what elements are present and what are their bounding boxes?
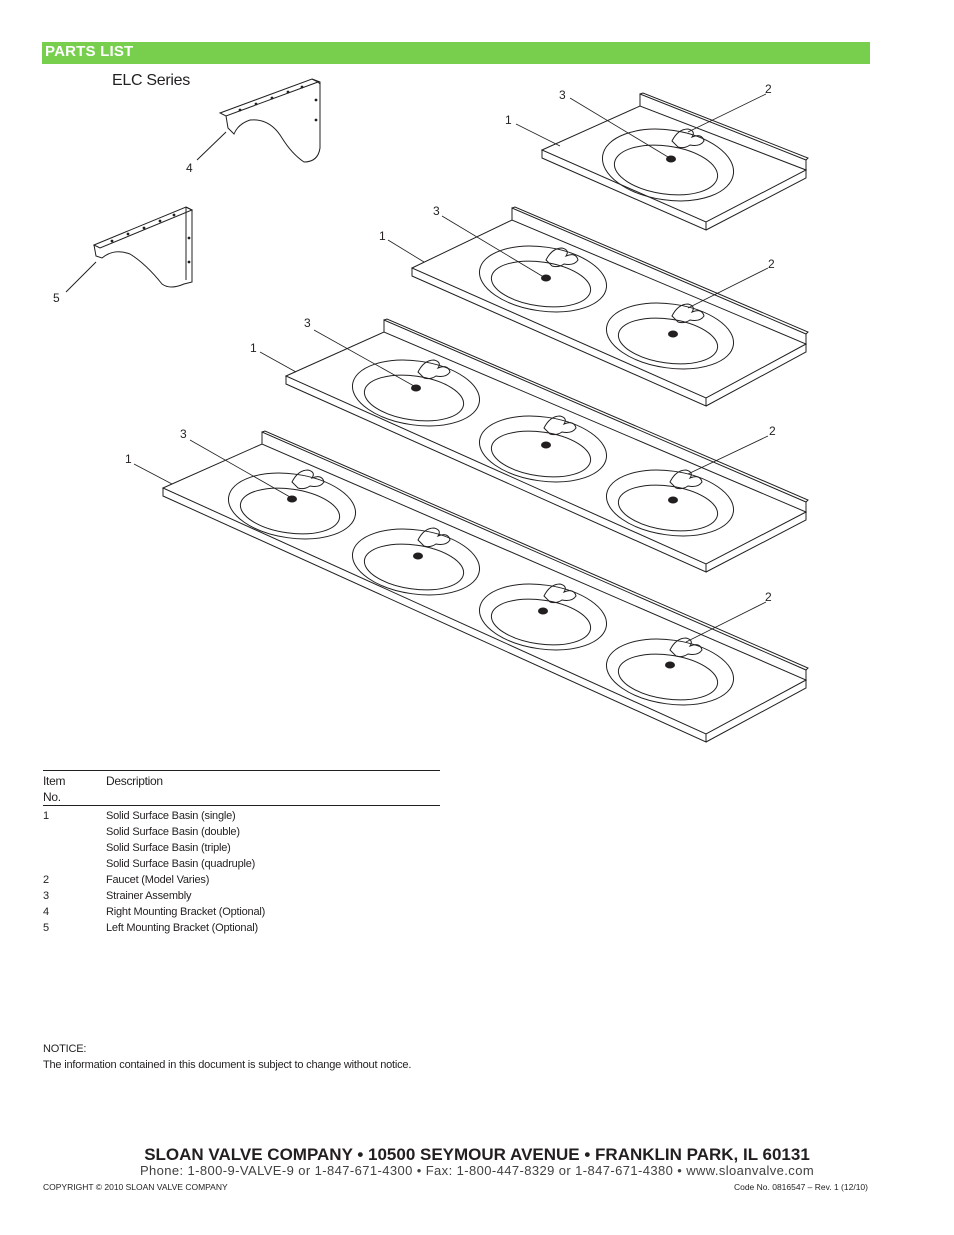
callout-single-basin: 1 [505, 113, 512, 127]
item-description: Strainer Assembly [106, 890, 192, 902]
table-header-rule [43, 805, 440, 806]
callout-bracket-left: 5 [53, 291, 60, 305]
notice-label: NOTICE: [43, 1043, 87, 1055]
callout-double-strainer: 3 [433, 204, 440, 218]
callout-double-basin: 1 [379, 229, 386, 243]
callout-single-strainer: 3 [559, 88, 566, 102]
item-description: Left Mounting Bracket (Optional) [106, 922, 258, 934]
notice-text: The information contained in this docume… [43, 1059, 412, 1071]
basin-triple [284, 318, 809, 573]
item-number: 3 [43, 890, 49, 902]
table-top-rule [43, 770, 440, 771]
callout-double-faucet: 2 [768, 257, 775, 271]
section-header-bar: PARTS LIST [42, 42, 870, 64]
contact-line: Phone: 1-800-9-VALVE-9 or 1-847-671-4300… [139, 1163, 815, 1178]
section-title: PARTS LIST [45, 43, 134, 60]
item-description: Faucet (Model Varies) [106, 874, 210, 886]
company-address: SLOAN VALVE COMPANY • 10500 SEYMOUR AVEN… [144, 1145, 810, 1164]
callout-triple-faucet: 2 [769, 424, 776, 438]
item-number: 1 [43, 810, 49, 822]
callout-quadruple-strainer: 3 [180, 427, 187, 441]
item-number: 5 [43, 922, 49, 934]
callout-numbers: 4 5 1 3 2 1 3 2 1 3 2 1 3 2 [53, 82, 776, 604]
callout-triple-basin: 1 [250, 341, 257, 355]
callout-single-faucet: 2 [765, 82, 772, 96]
item-description: Solid Surface Basin (single) [106, 810, 236, 822]
left-mounting-bracket [65, 206, 194, 293]
copyright: COPYRIGHT © 2010 SLOAN VALVE COMPANY [43, 1182, 228, 1192]
item-description: Right Mounting Bracket (Optional) [106, 906, 266, 918]
column-header-description: Description [106, 774, 163, 788]
series-title: ELC Series [112, 72, 190, 89]
right-mounting-bracket [196, 78, 321, 163]
callout-quadruple-faucet: 2 [765, 590, 772, 604]
item-number: 4 [43, 906, 49, 918]
basin-single [540, 92, 809, 231]
basin-double [410, 206, 809, 407]
column-header-item: Item [43, 774, 66, 788]
callout-quadruple-basin: 1 [125, 452, 132, 466]
item-description: Solid Surface Basin (triple) [106, 842, 231, 854]
column-header-no: No. [43, 790, 61, 804]
item-number: 2 [43, 874, 49, 886]
basin-quadruple [161, 430, 809, 743]
leader-lines [133, 93, 769, 643]
item-description: Solid Surface Basin (quadruple) [106, 858, 256, 870]
callout-triple-strainer: 3 [304, 316, 311, 330]
item-description: Solid Surface Basin (double) [106, 826, 240, 838]
document-code: Code No. 0816547 – Rev. 1 (12/10) [733, 1182, 868, 1192]
callout-bracket-right: 4 [186, 161, 193, 175]
exploded-parts-drawing: 4 5 1 3 2 1 3 2 1 3 2 1 3 2 [53, 78, 809, 743]
